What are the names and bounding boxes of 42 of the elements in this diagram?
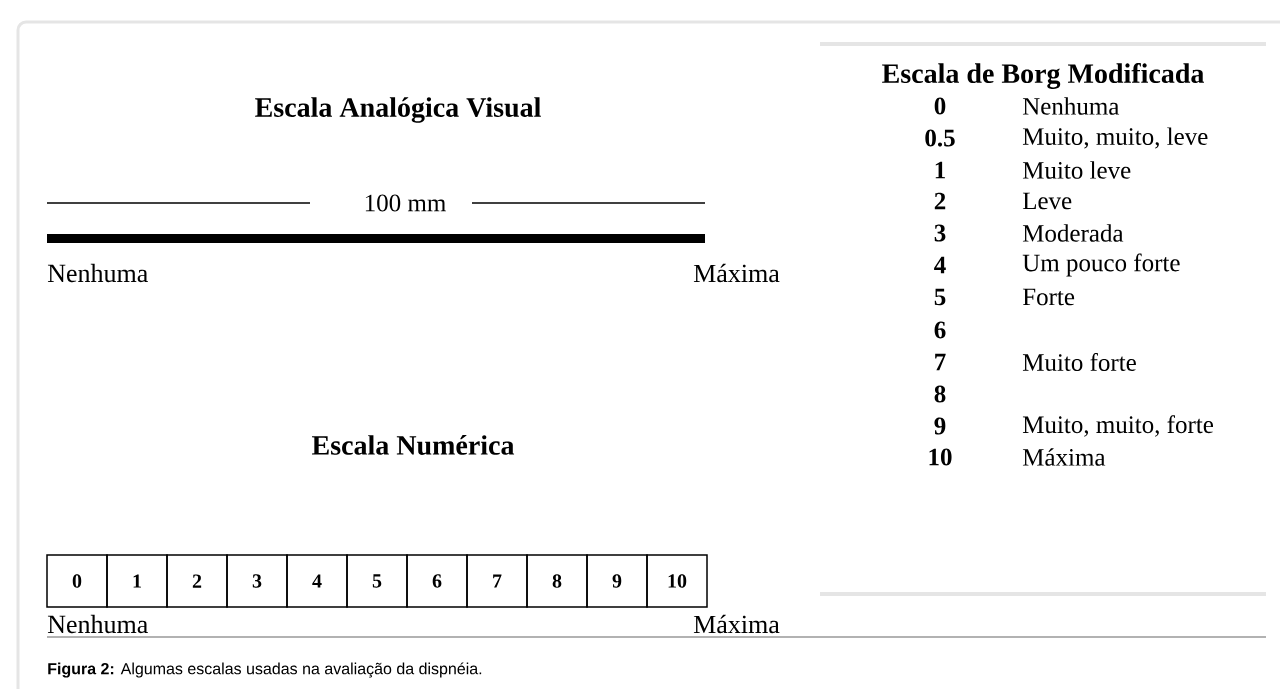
scale-end-label: Máxima [693,614,780,634]
score-description: Muito forte [1022,353,1136,371]
score-description: Moderada [1022,224,1124,242]
scale-cell: 7 [466,554,528,608]
score-description: Forte [1022,288,1075,306]
scale-end-label: Nenhuma [47,614,148,634]
score-description: Um pouco forte [1022,253,1180,277]
score-number: 3 [934,224,946,242]
score-number: 7 [935,353,946,371]
figure-caption: Figura 2: Algumas escalas usadas na avaliação da dispnéia. [48,662,482,678]
score-number: 1 [935,161,945,179]
scale-heading: Escala Analógica Visual [255,97,541,123]
score-number: 4 [934,256,946,274]
scale-cell: 8 [526,554,588,608]
score-number: 9 [934,417,946,435]
score-description: Máxima [1022,448,1106,466]
score-number: 5 [934,288,946,306]
score-description: Leve [1022,192,1072,210]
score-number: 2 [934,192,946,210]
score-description: Muito, muito, leve [1022,127,1208,149]
scale-cell: 4 [286,554,348,608]
scale-cell: 2 [166,554,228,608]
scale-cell: 1 [106,554,168,608]
score-description: Muito, muito, forte [1022,415,1213,437]
score-description: Nenhuma [1022,97,1120,115]
dimension-label: 100 mm [365,194,446,212]
scale-cell: 0 [46,554,108,608]
score-number: 0.5 [925,129,955,147]
scale-end-label: Máxima [693,263,780,283]
scale-end-label: Nenhuma [47,263,148,283]
score-description: Muito leve [1022,161,1131,179]
scale-heading: Escala Numérica [312,435,515,455]
scale-cell: 10 [646,554,708,608]
scale-cell: 6 [406,554,468,608]
scale-cell: 5 [346,554,408,608]
scale-heading: Escala de Borg Modificada [882,63,1204,89]
score-number: 10 [929,448,952,466]
scale-cell: 3 [226,554,288,608]
score-number: 6 [934,321,946,339]
score-number: 8 [934,385,946,403]
scale-cell: 9 [586,554,648,608]
score-number: 0 [934,97,946,115]
